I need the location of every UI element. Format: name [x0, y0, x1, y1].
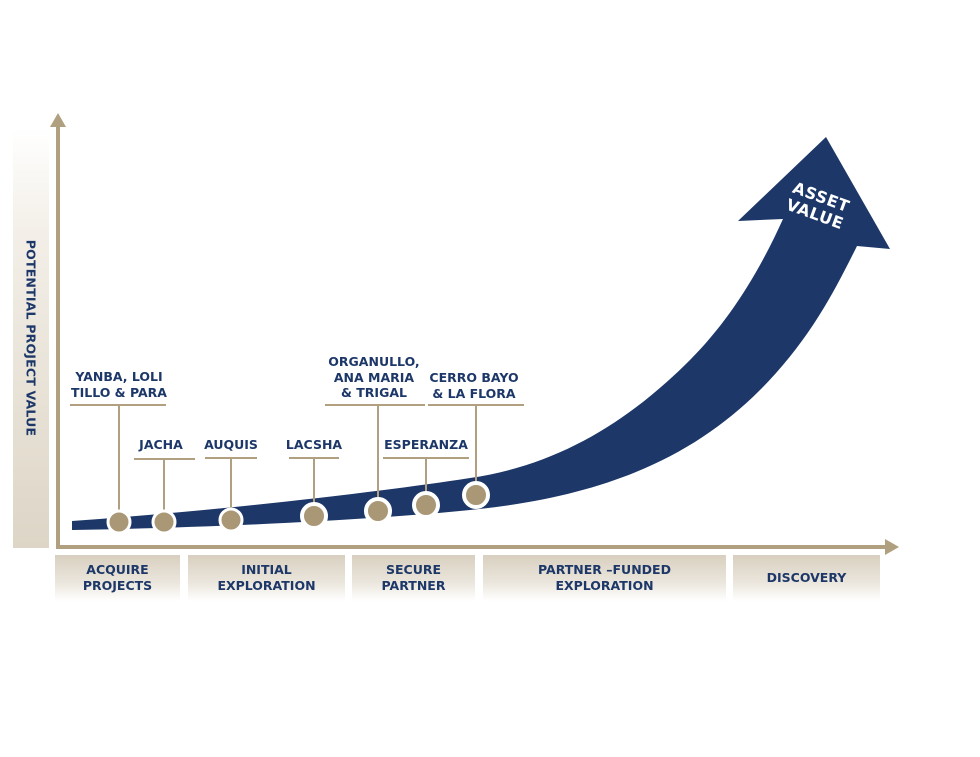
project-pin — [428, 404, 524, 509]
project-label: AUQUIS — [204, 437, 258, 452]
project-label: JACHA — [139, 437, 183, 452]
stage-label: PARTNER –FUNDED EXPLORATION — [538, 562, 671, 593]
project-pin — [289, 457, 339, 530]
stage-label: SECURE PARTNER — [381, 562, 446, 593]
stage-initial: INITIAL EXPLORATION — [188, 555, 345, 601]
project-pin — [383, 457, 469, 519]
project-label: YANBA, LOLI TILLO & PARA — [71, 369, 167, 400]
project-pin — [134, 458, 195, 535]
y-axis-arrowhead — [50, 113, 66, 127]
stage-label: INITIAL EXPLORATION — [217, 562, 316, 593]
x-axis-arrowhead — [885, 539, 899, 555]
project-marker — [462, 481, 490, 509]
project-marker — [300, 502, 328, 530]
stage-partner-funded: PARTNER –FUNDED EXPLORATION — [483, 555, 726, 601]
project-pin — [325, 404, 425, 525]
asset-value-curve — [72, 137, 890, 530]
stage-acquire: ACQUIRE PROJECTS — [55, 555, 180, 601]
stage-secure: SECURE PARTNER — [352, 555, 475, 601]
project-marker — [151, 509, 177, 535]
project-pin — [205, 457, 257, 533]
project-marker — [218, 507, 244, 533]
stage-label: ACQUIRE PROJECTS — [82, 562, 153, 593]
project-label: LACSHA — [285, 437, 343, 452]
project-label: CERRO BAYO & LA FLORA — [429, 370, 519, 401]
project-marker — [106, 509, 132, 535]
project-label: ESPERANZA — [384, 437, 468, 452]
project-marker — [412, 491, 440, 519]
stage-discovery: DISCOVERY — [733, 555, 880, 601]
y-axis-band — [13, 128, 49, 548]
stage-label: DISCOVERY — [766, 570, 847, 585]
project-label: ORGANULLO, ANA MARIA & TRIGAL — [328, 354, 420, 400]
project-pin — [70, 404, 166, 535]
project-marker — [364, 497, 392, 525]
